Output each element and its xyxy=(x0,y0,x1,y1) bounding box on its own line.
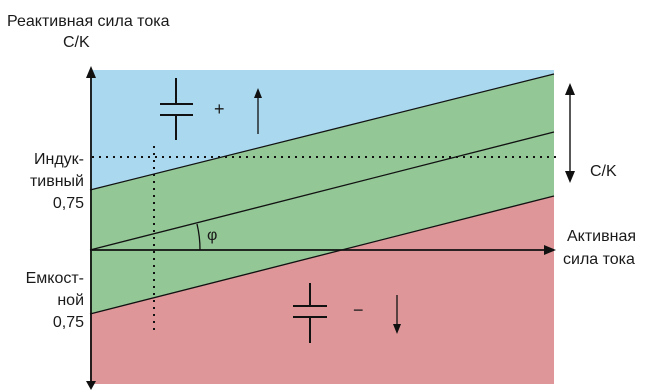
x-axis-arrow xyxy=(544,245,556,255)
x-axis-title-line1: Активная xyxy=(567,228,637,245)
up-arrow-icon xyxy=(254,88,262,134)
y-axis-arrow-down xyxy=(86,381,96,390)
y-axis-arrow-up xyxy=(86,66,96,78)
inductive-label-line1: Индук- xyxy=(34,151,84,168)
band-width-double-arrow xyxy=(565,83,575,183)
lower-threshold-line xyxy=(89,195,555,315)
y-axis-title-line2: C/K xyxy=(63,34,90,51)
capacitor-icon-lower xyxy=(293,283,327,343)
x-axis-title-line2: сила тока xyxy=(563,251,635,268)
y-axis-title-line1: Реактивная сила тока xyxy=(7,13,170,30)
upper-region xyxy=(90,70,554,190)
control-band xyxy=(90,74,554,314)
upper-threshold-line xyxy=(89,73,555,191)
phi-angle-arc xyxy=(196,223,201,251)
setpoint-line xyxy=(89,131,555,251)
band-width-label: C/K xyxy=(590,163,617,180)
down-arrow-icon xyxy=(393,295,401,334)
plus-sign: + xyxy=(214,99,225,119)
inductive-label-line3: 0,75 xyxy=(52,195,84,212)
minus-sign: − xyxy=(353,300,364,320)
capacitive-label-line2: ной xyxy=(57,292,84,309)
capacitive-label-line3: 0,75 xyxy=(52,314,84,331)
capacitor-icon-upper xyxy=(160,78,193,140)
inductive-label-line2: тивный xyxy=(29,173,84,190)
capacitive-label-line1: Емкост- xyxy=(25,270,84,287)
lower-region xyxy=(90,196,554,384)
phi-label: φ xyxy=(207,227,218,244)
